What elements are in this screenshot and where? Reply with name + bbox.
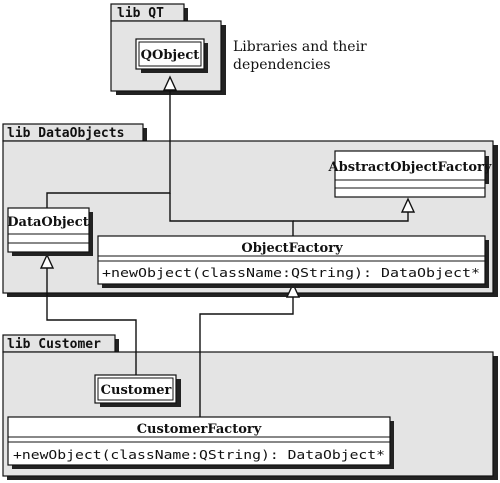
class-customer-factory: CustomerFactory +newObject(className:QSt… xyxy=(7,416,394,469)
caption-line-1: Libraries and their xyxy=(233,39,367,55)
class-name: CustomerFactory xyxy=(137,422,262,437)
inheritance-arrow-icon xyxy=(39,253,55,269)
class-box xyxy=(135,38,205,70)
class-name: ObjectFactory xyxy=(241,241,343,256)
connector-dataobject-to-qobject xyxy=(46,90,171,208)
package-label: lib Customer xyxy=(7,337,101,352)
class-inner-border xyxy=(138,41,202,67)
class-method: +newObject(className:QString): DataObjec… xyxy=(102,266,480,280)
class-box xyxy=(97,235,486,285)
inheritance-arrow-icon xyxy=(400,197,416,213)
class-inner-border xyxy=(97,377,174,401)
class-object-factory: ObjectFactory +newObject(className:QStri… xyxy=(97,235,489,288)
inheritance-arrow-icon xyxy=(162,75,178,91)
class-qobject: QObject xyxy=(135,38,208,73)
connector-customerfactory-to-objectfactory xyxy=(199,297,294,417)
class-box xyxy=(7,416,391,466)
class-box xyxy=(334,150,486,198)
connector-customer-to-dataobject xyxy=(46,268,137,375)
class-name: QObject xyxy=(141,48,200,63)
class-dataobject: DataObject xyxy=(7,207,93,256)
class-customer: Customer xyxy=(94,374,181,407)
class-name: AbstractObjectFactory xyxy=(328,160,492,175)
arrowheads xyxy=(39,75,416,298)
caption-line-2: dependencies xyxy=(233,57,331,73)
class-method: +newObject(className:QString): DataObjec… xyxy=(13,448,385,462)
inheritance-arrow-icon xyxy=(285,282,301,298)
class-name: DataObject xyxy=(7,215,88,230)
class-box xyxy=(7,207,90,253)
connector-objectfactory-to-abstractfactory xyxy=(293,212,409,222)
connectors xyxy=(46,90,409,417)
class-abstract-object-factory: AbstractObjectFactory xyxy=(328,150,492,198)
class-name: Customer xyxy=(101,383,172,398)
package-label: lib DataObjects xyxy=(7,126,124,141)
connector-objectfactory-to-qobject xyxy=(169,193,294,236)
package-label: lib QT xyxy=(117,6,164,21)
class-box xyxy=(94,374,177,404)
